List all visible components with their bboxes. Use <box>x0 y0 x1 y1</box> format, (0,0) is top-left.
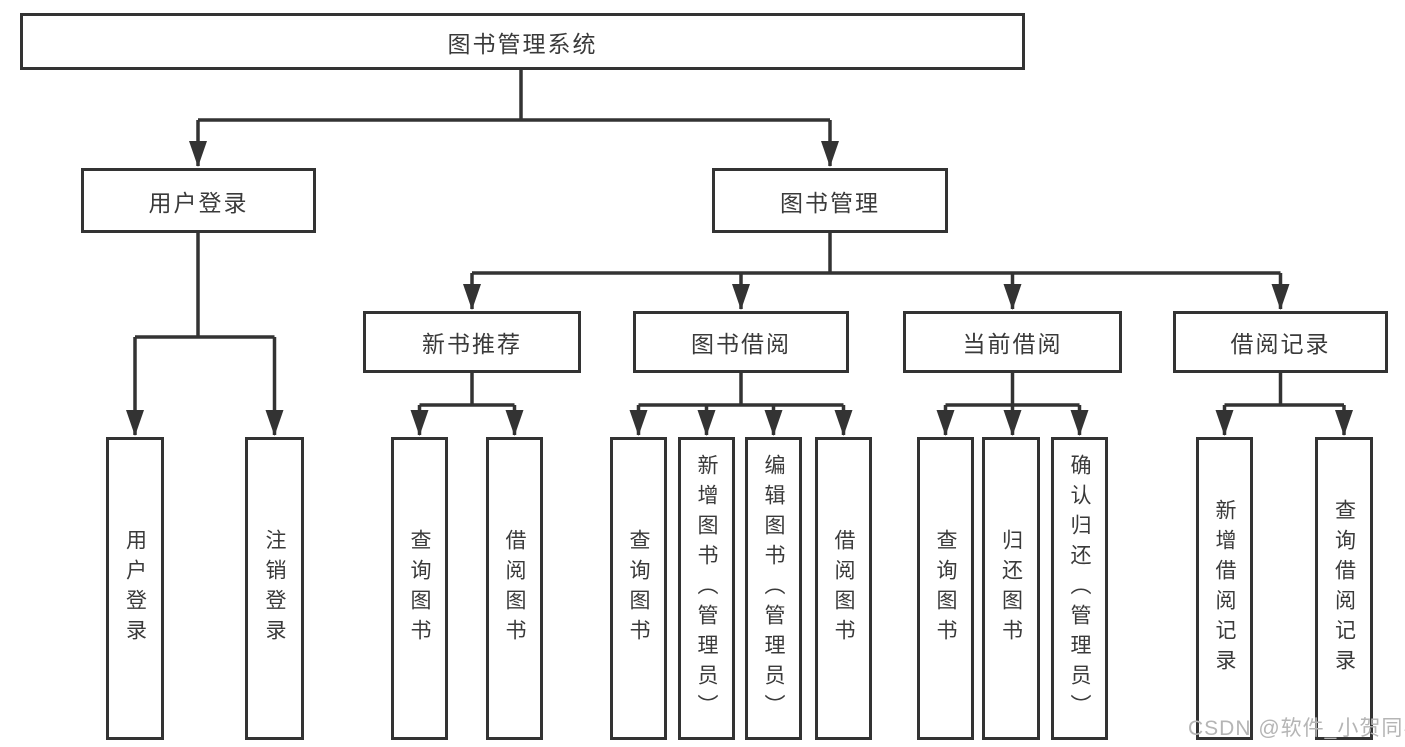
node-book-borrow: 图书借阅 <box>633 311 849 373</box>
node-root: 图书管理系统 <box>20 13 1025 70</box>
node-new-book-recommend: 新书推荐 <box>363 311 581 373</box>
node-return-books: 归还图书 <box>982 437 1040 740</box>
node-edit-books-admin: 编辑图书（管理员） <box>745 437 802 740</box>
node-borrow-records: 借阅记录 <box>1173 311 1388 373</box>
node-current-borrow: 当前借阅 <box>903 311 1122 373</box>
node-borrow-books-recommend: 借阅图书 <box>486 437 543 740</box>
watermark: CSDN @软件_小贺同学 <box>1188 717 1405 740</box>
node-add-books-admin: 新增图书（管理员） <box>678 437 735 740</box>
node-borrow-books-action: 借阅图书 <box>815 437 872 740</box>
node-logout-action: 注销登录 <box>245 437 304 740</box>
node-add-borrow-record: 新增借阅记录 <box>1196 437 1253 740</box>
node-query-books-current: 查询图书 <box>917 437 974 740</box>
node-query-books-recommend: 查询图书 <box>391 437 448 740</box>
node-query-borrow-record: 查询借阅记录 <box>1315 437 1373 740</box>
node-book-management: 图书管理 <box>712 168 948 233</box>
node-user-login: 用户登录 <box>81 168 316 233</box>
node-confirm-return-admin: 确认归还（管理员） <box>1051 437 1108 740</box>
node-user-login-action: 用户登录 <box>106 437 164 740</box>
node-query-books-borrow: 查询图书 <box>610 437 667 740</box>
